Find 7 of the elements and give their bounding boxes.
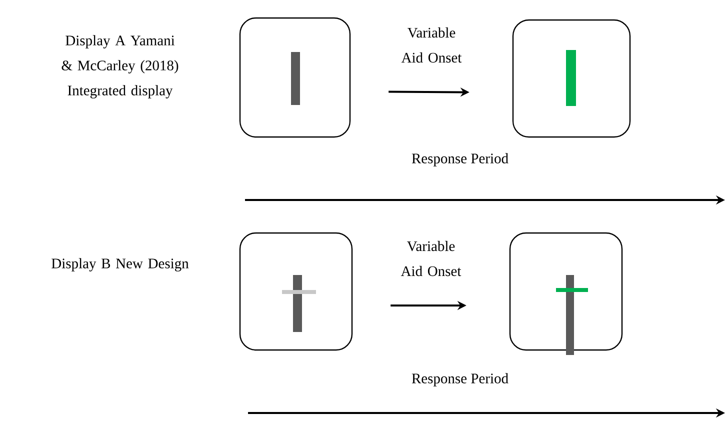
text-label: Display A Yamani & McCarley (2018) Integrated display: [62, 35, 178, 98]
display-box: [512, 19, 631, 138]
display-box: [509, 232, 623, 351]
edge-label: Variable Aid Onset: [401, 27, 462, 63]
edge-label: Variable Aid Onset: [400, 240, 462, 276]
display-box: [239, 232, 353, 351]
display-box: [239, 17, 351, 138]
